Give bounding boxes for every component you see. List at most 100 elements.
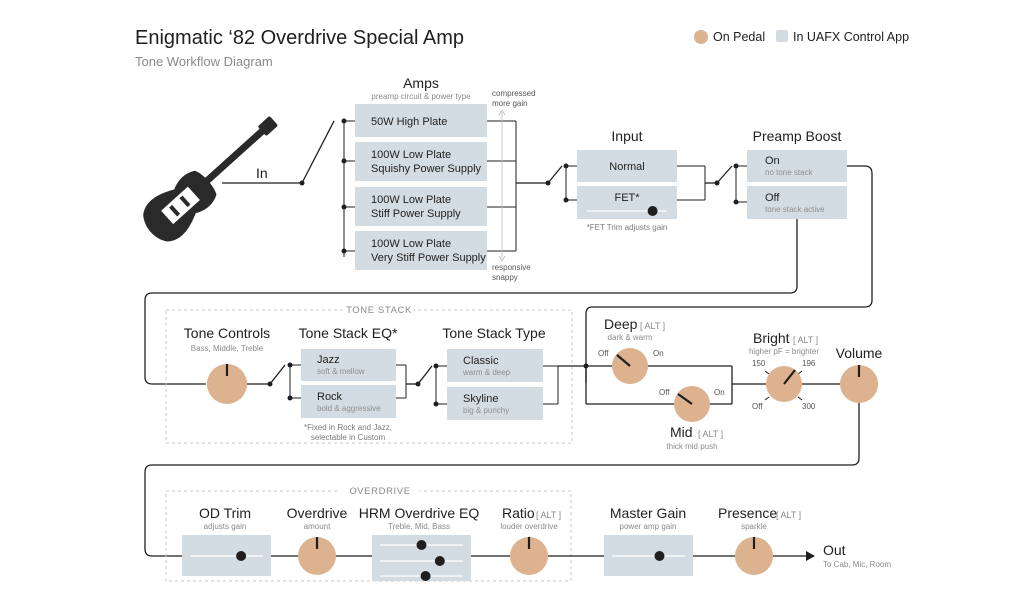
bright-pos-300: 300	[802, 402, 816, 411]
volume-knob[interactable]	[840, 365, 878, 403]
overdrive-knob[interactable]	[298, 537, 336, 575]
amp-option-3[interactable]: 100W Low Plate Stiff Power Supply	[355, 187, 487, 226]
hrm-eq-panel	[372, 535, 471, 581]
legend: On Pedal In UAFX Control App	[694, 30, 909, 44]
eq-rock-option[interactable]: Rock bold & aggressive	[301, 385, 396, 418]
type-classic-option[interactable]: Classic warm & deep	[447, 349, 543, 382]
boost-node-1	[733, 163, 739, 169]
tone-stack-label-bg	[344, 304, 414, 316]
eq-switch-lever[interactable]	[269, 364, 286, 385]
type-classic-label: Classic	[463, 355, 499, 367]
amps-scale-arrow-up	[498, 109, 506, 116]
amp-option-2-label: 100W Low Plate	[371, 149, 451, 161]
mid-knob[interactable]	[674, 386, 710, 422]
preamp-boost-off-option[interactable]: Off tone stack active	[747, 186, 847, 219]
master-gain-title: Master Gain	[610, 505, 686, 521]
input-node-2	[563, 197, 569, 203]
amps-scale-bottom-1: responsive	[492, 263, 531, 272]
amps-scale-top-2: more gain	[492, 99, 528, 108]
fet-trim-note: *FET Trim adjusts gain	[587, 223, 668, 232]
hrm-treble-handle[interactable]	[416, 540, 427, 550]
wire-boost-on-bypass	[585, 165, 873, 383]
od-trim-title: OD Trim	[199, 505, 251, 521]
input-fet-option[interactable]: FET*	[577, 186, 677, 219]
presence-title: Presence	[718, 505, 777, 521]
eq-jazz-option[interactable]: Jazz soft & mellow	[301, 349, 396, 381]
fet-trim-slider-handle[interactable]	[647, 206, 658, 216]
hrm-eq-title: HRM Overdrive EQ	[359, 505, 480, 521]
preamp-boost-title: Preamp Boost	[753, 128, 842, 144]
amp-option-3-sublabel: Stiff Power Supply	[371, 208, 461, 220]
eq-rock-label: Rock	[317, 391, 343, 403]
master-gain-slider[interactable]	[604, 535, 693, 576]
ratio-knob[interactable]	[510, 537, 548, 575]
bright-pos-196: 196	[802, 359, 816, 368]
hrm-bass-handle[interactable]	[420, 571, 431, 581]
amp-option-4-label: 100W Low Plate	[371, 238, 451, 250]
hrm-mid-handle[interactable]	[434, 556, 445, 566]
deep-off-label: Off	[598, 349, 609, 358]
boost-off-label: Off	[765, 192, 780, 204]
overdrive-subtitle: amount	[304, 522, 331, 531]
amps-scale-bottom-2: snappy	[492, 273, 518, 282]
amps-title: Amps	[403, 75, 439, 91]
deep-title: Deep	[604, 316, 638, 332]
input-node-1	[563, 163, 569, 169]
tone-controls-title: Tone Controls	[184, 325, 270, 341]
input-label: In	[256, 165, 268, 181]
bright-tick-196	[797, 370, 803, 375]
amp-switch-lever[interactable]	[301, 120, 335, 184]
bright-title: Bright	[753, 330, 790, 346]
legend-app-swatch	[776, 30, 788, 42]
overdrive-label-bg	[340, 485, 420, 497]
input-normal-label: Normal	[609, 161, 644, 173]
legend-pedal-label: On Pedal	[713, 30, 765, 44]
preamp-boost-on-option[interactable]: On no tone stack	[747, 150, 847, 182]
amp-option-4[interactable]: 100W Low Plate Very Stiff Power Supply	[355, 231, 487, 270]
eq-note-line-1: *Fixed in Rock and Jazz,	[304, 423, 392, 432]
od-trim-slider-handle[interactable]	[236, 551, 247, 561]
deep-on-label: On	[653, 349, 664, 358]
overdrive-title: Overdrive	[287, 505, 348, 521]
eq-node-2	[287, 395, 293, 401]
boost-off-sub: tone stack active	[765, 205, 825, 214]
mid-on-label: On	[714, 388, 725, 397]
bright-pos-150: 150	[752, 359, 766, 368]
master-gain-slider-handle[interactable]	[654, 551, 665, 561]
deep-alt-tag: [ ALT ]	[640, 321, 665, 331]
tone-stack-section-label: TONE STACK	[346, 305, 412, 316]
presence-knob[interactable]	[735, 537, 773, 575]
amps-subtitle: preamp circuit & power type	[371, 92, 471, 101]
wire-volume-overdrive	[144, 403, 860, 557]
eq-node-1	[287, 362, 293, 368]
type-switch-lever[interactable]	[417, 365, 433, 385]
input-switch-lever[interactable]	[547, 165, 563, 184]
overdrive-section	[165, 490, 572, 582]
input-normal-option[interactable]: Normal	[577, 150, 677, 182]
amp-option-4-sublabel: Very Stiff Power Supply	[371, 252, 486, 264]
bright-pos-off: Off	[752, 402, 763, 411]
amp-option-1[interactable]: 50W High Plate	[355, 104, 487, 137]
presence-subtitle: sparkle	[741, 522, 767, 531]
bright-knob[interactable]	[766, 366, 802, 402]
type-classic-sub: warm & deep	[462, 368, 511, 377]
amp-option-3-label: 100W Low Plate	[371, 194, 451, 206]
od-trim-slider[interactable]	[182, 535, 271, 576]
tone-controls-knob[interactable]	[207, 364, 247, 404]
presence-alt-tag: [ ALT ]	[776, 510, 801, 520]
boost-switch-lever[interactable]	[716, 165, 733, 184]
ratio-alt-tag: [ ALT ]	[536, 510, 561, 520]
type-skyline-option[interactable]: Skyline big & punchy	[447, 387, 543, 420]
ratio-title: Ratio	[502, 505, 535, 521]
amp-option-2[interactable]: 100W Low Plate Squishy Power Supply	[355, 142, 487, 181]
tone-stack-type-title: Tone Stack Type	[442, 325, 545, 341]
mid-title: Mid	[670, 424, 693, 440]
bright-subtitle: higher pF = brighter	[749, 347, 819, 356]
deep-knob[interactable]	[612, 348, 648, 384]
bright-tick-off	[764, 396, 770, 401]
output-label: Out	[823, 542, 846, 558]
mid-subtitle: thick mid push	[666, 442, 717, 451]
eq-rock-sub: bold & aggressive	[317, 404, 381, 413]
legend-pedal-swatch	[694, 30, 708, 44]
